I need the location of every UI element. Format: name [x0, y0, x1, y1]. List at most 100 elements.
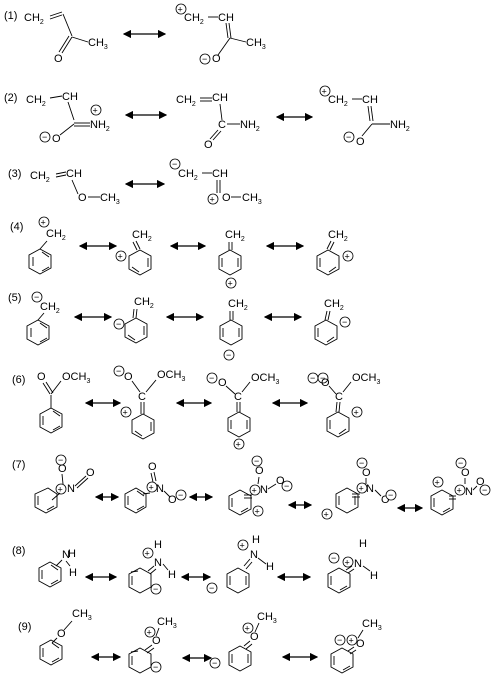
svg-text:N: N	[465, 486, 473, 498]
svg-text:+: +	[359, 484, 364, 494]
svg-text:C: C	[234, 391, 242, 403]
structure-1a: CH2 CH3 O	[24, 11, 108, 65]
row-4: + CH2 CH2 + CH2 +	[28, 216, 354, 289]
svg-text:O: O	[124, 371, 133, 383]
row-7: − O + N O O + N O −	[34, 454, 491, 520]
row-number-4: (4)	[10, 221, 23, 233]
svg-text:O: O	[212, 53, 221, 65]
svg-text:CH: CH	[66, 168, 82, 180]
svg-text:+: +	[345, 252, 350, 262]
svg-text:H: H	[69, 567, 77, 579]
structure-6d: − − O C OCH3 +	[307, 372, 380, 438]
svg-text:CH: CH	[218, 12, 234, 24]
svg-text:O: O	[321, 377, 330, 389]
svg-text:−: −	[116, 366, 121, 376]
svg-text:O: O	[86, 467, 95, 479]
svg-text:NH2: NH2	[240, 119, 260, 133]
svg-text:CH3: CH3	[362, 618, 382, 632]
svg-text:N: N	[354, 558, 362, 570]
structure-9d: CH3 − + O	[330, 618, 382, 674]
svg-text:+: +	[228, 279, 233, 289]
structure-1b: + CH2 CH CH3 O −	[175, 3, 266, 65]
svg-text:+: +	[435, 478, 440, 488]
svg-text:−: −	[359, 458, 364, 468]
svg-text:+: +	[147, 628, 152, 638]
svg-text:H: H	[252, 534, 260, 546]
svg-text:−: −	[320, 373, 325, 383]
svg-text:O: O	[204, 139, 213, 151]
row-number-8: (8)	[12, 545, 25, 557]
svg-text:CH2: CH2	[178, 168, 198, 182]
structure-2c: + CH2 CH NH2 O −	[319, 85, 410, 148]
svg-text:O: O	[52, 133, 61, 145]
svg-text:CH2: CH2	[30, 170, 50, 184]
svg-text:O: O	[362, 467, 371, 479]
svg-text:CH2: CH2	[40, 301, 60, 315]
svg-text:N: N	[67, 483, 75, 495]
svg-text:CH2: CH2	[225, 229, 245, 243]
svg-text:H: H	[68, 548, 76, 560]
svg-text:N: N	[154, 557, 162, 569]
svg-text:OCH3: OCH3	[157, 369, 185, 383]
svg-text:OCH3: OCH3	[251, 372, 279, 386]
svg-text:CH3: CH3	[257, 611, 277, 625]
svg-text:CH2: CH2	[324, 298, 344, 312]
svg-text:+: +	[354, 408, 359, 418]
svg-text:−: −	[153, 662, 158, 672]
svg-text:−: −	[34, 292, 39, 302]
structure-7a: − O + N O	[34, 454, 95, 514]
structure-8b: + H N H −	[128, 539, 176, 595]
svg-text:CH: CH	[62, 91, 78, 103]
structure-5d: CH2 −	[314, 298, 351, 346]
row-number-6: (6)	[12, 374, 25, 386]
svg-text:−: −	[172, 159, 177, 169]
svg-text:−: −	[482, 485, 487, 495]
structure-7b: O + N O −	[124, 461, 187, 514]
svg-text:CH3: CH3	[242, 192, 262, 206]
structure-9a: CH3 O	[39, 608, 92, 666]
svg-text:−: −	[331, 553, 336, 563]
svg-text:−: −	[58, 455, 63, 465]
svg-text:N: N	[366, 483, 374, 495]
row-6: O OCH3 − O C OCH3 + −	[37, 365, 380, 450]
svg-text:+: +	[41, 218, 46, 228]
svg-text:+: +	[123, 408, 128, 418]
row-number-2: (2)	[4, 92, 17, 104]
structure-8c: + H N H −	[206, 534, 274, 594]
structure-2b: CH2 CH C NH2 O	[176, 92, 260, 151]
svg-text:+: +	[457, 486, 462, 496]
svg-text:O: O	[148, 461, 157, 473]
svg-text:OCH3: OCH3	[352, 372, 380, 386]
structure-7e: − O + N O − +	[430, 457, 491, 516]
svg-text:+: +	[58, 485, 63, 495]
svg-text:CH3: CH3	[157, 616, 177, 630]
svg-text:CH3: CH3	[246, 37, 266, 51]
svg-text:CH3: CH3	[88, 37, 108, 51]
svg-text:−: −	[153, 584, 158, 594]
svg-text:−: −	[337, 635, 342, 645]
svg-text:CH3: CH3	[100, 192, 120, 206]
svg-text:+: +	[324, 510, 329, 520]
structure-6c: − O C OCH3 +	[206, 372, 279, 450]
structure-6a: O OCH3	[37, 371, 90, 434]
svg-text:−: −	[226, 350, 231, 360]
svg-text:O: O	[356, 136, 365, 148]
svg-text:CH: CH	[362, 94, 378, 106]
svg-text:+: +	[240, 541, 245, 551]
svg-text:O: O	[152, 635, 161, 647]
svg-text:CH: CH	[212, 168, 228, 180]
svg-text:+: +	[349, 636, 354, 646]
structure-6b: − O C OCH3 +	[113, 365, 185, 440]
svg-text:O: O	[250, 631, 259, 643]
structure-5a: − CH2	[26, 291, 60, 346]
structure-7d: − O + N O − +	[321, 457, 397, 520]
svg-text:N: N	[62, 549, 70, 561]
svg-text:O: O	[255, 465, 264, 477]
svg-text:−: −	[178, 490, 183, 500]
svg-text:CH2: CH2	[228, 298, 248, 312]
structure-9c: CH3 + O −	[209, 611, 277, 672]
svg-text:H: H	[154, 539, 162, 551]
svg-text:−: −	[310, 373, 315, 383]
svg-text:+: +	[255, 507, 260, 517]
svg-text:O: O	[461, 467, 470, 479]
